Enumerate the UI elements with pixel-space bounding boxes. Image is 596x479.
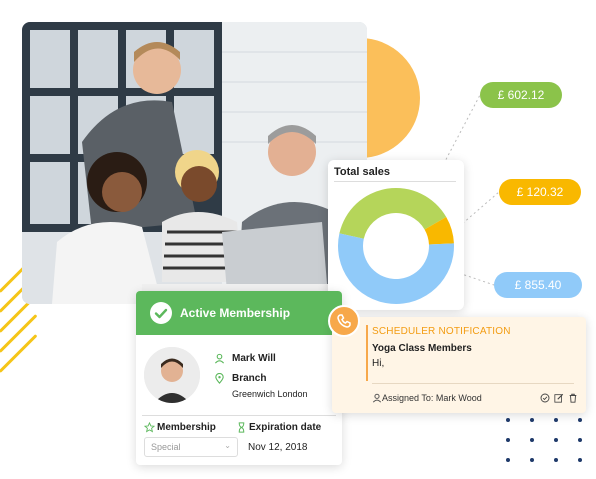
divider: [142, 415, 336, 416]
membership-select-value: Special: [151, 442, 181, 452]
phone-icon: [328, 305, 360, 337]
total-sales-title: Total sales: [334, 166, 391, 178]
branch-label: Branch: [232, 373, 267, 384]
user-icon: [372, 393, 382, 403]
assigned-to: Assigned To: Mark Wood: [382, 393, 482, 403]
donut-slice-0: [339, 188, 447, 239]
amount-pill-yellow: £ 120.32: [499, 179, 581, 205]
divider: [334, 181, 456, 182]
membership-label: Membership: [157, 422, 216, 433]
total-sales-card: Total sales: [328, 160, 464, 310]
membership-title: Active Membership: [180, 306, 291, 320]
membership-header: Active Membership: [136, 291, 342, 335]
hourglass-icon: [238, 422, 245, 433]
membership-select[interactable]: Special ⌄: [144, 437, 238, 457]
donut-slice-1: [424, 216, 454, 245]
user-icon: [214, 353, 225, 364]
star-icon: [144, 422, 155, 433]
scheduler-title: SCHEDULER NOTIFICATION: [372, 326, 511, 337]
avatar: [144, 347, 200, 403]
expiration-label: Expiration date: [249, 422, 322, 433]
branch-value: Greenwich London: [232, 389, 308, 399]
check-circle-icon: [150, 302, 172, 324]
amount-pill-blue: £ 855.40: [494, 272, 582, 298]
sales-donut-chart: [338, 188, 454, 305]
scheduler-message: Hi,: [372, 358, 385, 369]
accent-bar: [366, 325, 368, 381]
location-pin-icon: [215, 373, 224, 384]
trash-icon[interactable]: [568, 393, 578, 403]
divider: [372, 383, 574, 384]
edit-icon[interactable]: [554, 393, 564, 403]
donut-slice-2: [338, 233, 454, 305]
member-name: Mark Will: [232, 353, 276, 364]
scheduler-notification-card: SCHEDULER NOTIFICATION Yoga Class Member…: [332, 317, 586, 413]
amount-pill-green: £ 602.12: [480, 82, 562, 108]
check-circle-icon[interactable]: [540, 393, 550, 403]
scheduler-subject: Yoga Class Members: [372, 343, 472, 354]
chevron-down-icon: ⌄: [224, 441, 231, 450]
expiration-value: Nov 12, 2018: [248, 442, 308, 453]
active-membership-card: Active Membership Mark Will Branch Green…: [136, 291, 342, 465]
